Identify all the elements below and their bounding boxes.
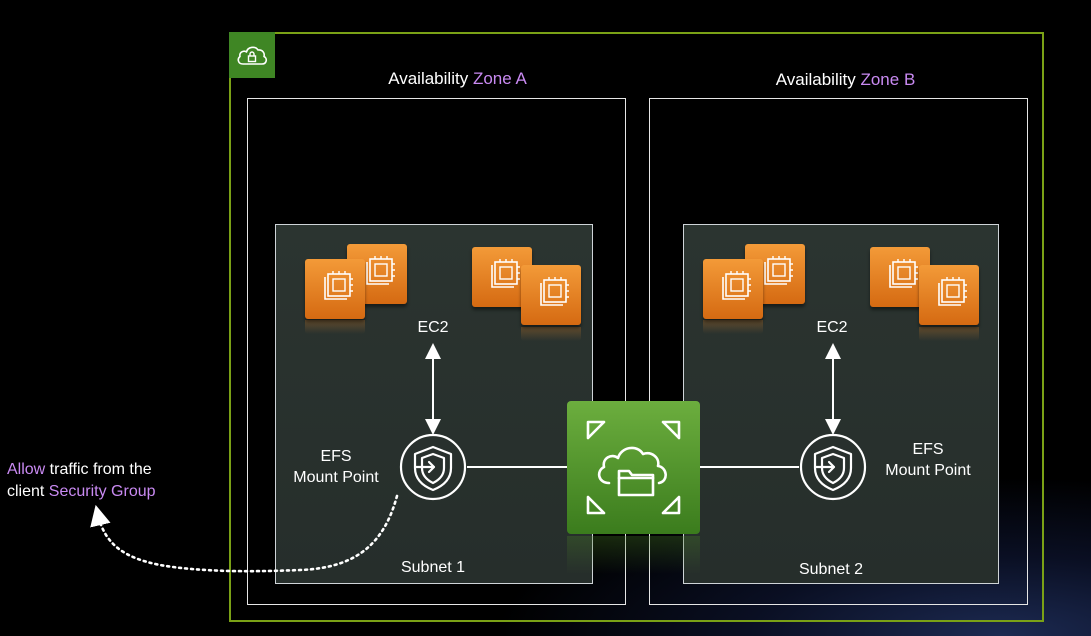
ec2-instance [919,265,979,325]
mount-point-label-a: EFS Mount Point [279,446,393,488]
note-prefix: client [7,483,49,500]
ec2-reflection [305,320,365,334]
ec2-label-a: EC2 [417,319,449,336]
ec2-reflection [703,320,763,334]
availability-zone-a [247,98,626,605]
ec2-reflection [521,327,581,341]
efs-mount-target-shield-icon [399,433,467,501]
ec2-instance-chip-icon [938,277,967,306]
efs-file-system [567,401,700,534]
mount-point-line1: EFS [320,448,352,465]
ec2-instance-chip-icon [889,259,918,288]
availability-zone-b [649,98,1028,605]
note-line-1: Allow traffic from the [7,459,156,481]
efs-mount-target-shield-icon [799,433,867,501]
zone-b-accent: Zone B [860,70,916,89]
note-line-2: client Security Group [7,481,156,503]
zone-b-title: Availability Zone B [713,70,978,90]
zone-a-title: Availability Zone A [325,69,590,89]
mount-point-line2: Mount Point [885,462,971,479]
ec2-instance [305,259,365,319]
ec2-label-b: EC2 [816,319,848,336]
zone-b-prefix: Availability [775,70,856,89]
ec2-instance-chip-icon [722,271,751,300]
subnet-1-label: Subnet 1 [400,559,466,576]
efs-file-system-icon [586,420,681,515]
ec2-instance-chip-icon [540,277,569,306]
security-group-dotted-arrow [90,494,399,573]
ec2-instance-chip-icon [324,271,353,300]
note-middle: traffic from the [45,461,152,478]
vpc-boundary [229,32,1044,622]
note-allow: Allow [7,461,46,478]
subnet-2-label: Subnet 2 [798,561,864,578]
mount-point-label-b: EFS Mount Point [871,439,985,481]
efs-reflection [567,536,700,574]
ec2-instance [703,259,763,319]
mount-point-line1: EFS [912,441,944,458]
ec2-instance [521,265,581,325]
cloud-lock-icon [237,46,268,65]
ec2-instance-chip-icon [366,256,395,285]
ec2-reflection [919,327,979,341]
zone-a-accent: Zone A [472,69,527,88]
zone-a-prefix: Availability [388,69,469,88]
note-security-group: Security Group [48,483,156,500]
vpc-badge [229,32,275,78]
security-group-note: Allow traffic from the client Security G… [7,459,156,503]
mount-point-line2: Mount Point [293,469,379,486]
ec2-instance-chip-icon [491,259,520,288]
ec2-instance-chip-icon [764,256,793,285]
